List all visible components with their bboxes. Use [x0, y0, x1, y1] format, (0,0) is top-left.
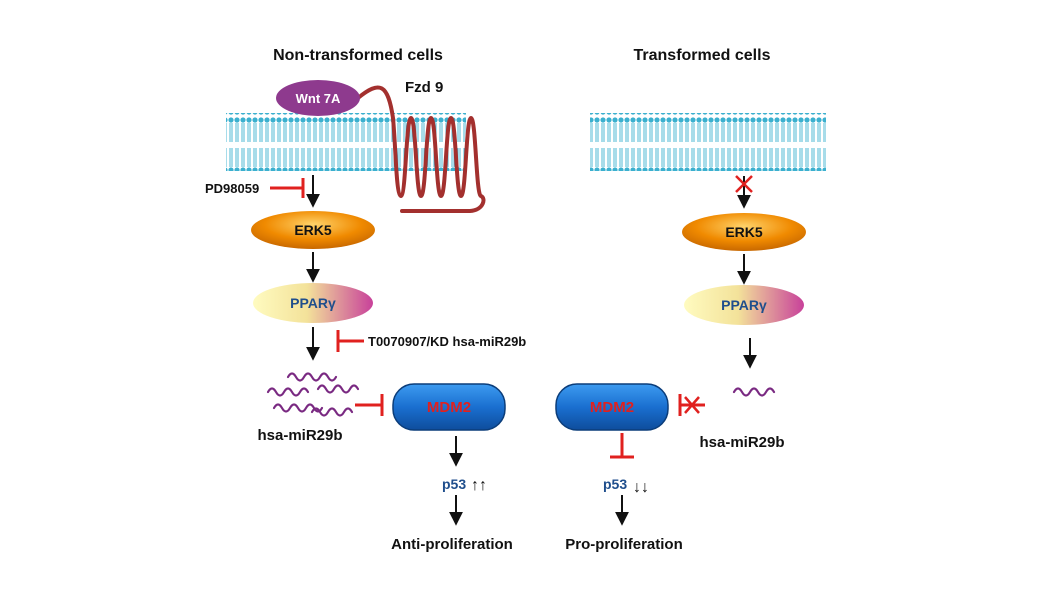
wnt7a-label: Wnt 7A: [296, 91, 341, 106]
left-panel-title: Non-transformed cells: [273, 47, 443, 64]
mdm2-left: [392, 383, 506, 431]
mirna-strand: [316, 384, 360, 394]
mdm2-left-label: MDM2: [427, 399, 471, 416]
mirna-strand: [286, 372, 338, 382]
fzd9-label: Fzd 9: [405, 79, 443, 96]
ppar-gamma-right: [684, 285, 804, 325]
mirna-cluster-left: [266, 372, 360, 417]
outcome-right-label: Pro-proliferation: [565, 536, 683, 553]
mirna-strand: [310, 407, 354, 417]
pd98059-label: PD98059: [205, 181, 259, 196]
mir29b-left-label: hsa-miR29b: [257, 427, 342, 444]
blocked-inhibition-cross-icon: [684, 396, 700, 414]
erk5-left-label: ERK5: [294, 222, 332, 238]
ppar-gamma-right-label: PPARγ: [721, 297, 767, 313]
ppar-gamma-left: [253, 283, 373, 323]
fzd9-receptor: [356, 85, 486, 213]
outcome-left-label: Anti-proliferation: [391, 536, 513, 553]
erk5-right-label: ERK5: [725, 224, 763, 240]
mirna-strand-right: [732, 387, 776, 397]
p53-left-label: p53: [442, 476, 466, 492]
mdm2-right-label: MDM2: [590, 399, 634, 416]
inhibitor-label: T0070907/KD hsa-miR29b: [368, 334, 526, 349]
mdm2-right: [555, 383, 669, 431]
cell-membrane-right: [590, 113, 826, 171]
p53-up-arrows: ↑↑: [471, 477, 487, 494]
mirna-strand: [266, 387, 310, 397]
blocked-signal-cross-icon: [735, 175, 753, 193]
right-panel-title: Transformed cells: [634, 47, 771, 64]
erk5-right: [682, 213, 806, 251]
mirna-strand: [272, 403, 324, 413]
ppar-gamma-left-label: PPARγ: [290, 295, 336, 311]
wnt7a-ligand: [276, 80, 360, 116]
p53-down-arrows: ↓↓: [633, 479, 649, 496]
p53-right-label: p53: [603, 476, 627, 492]
mir29b-right-label: hsa-miR29b: [699, 434, 784, 451]
erk5-left: [251, 211, 375, 249]
